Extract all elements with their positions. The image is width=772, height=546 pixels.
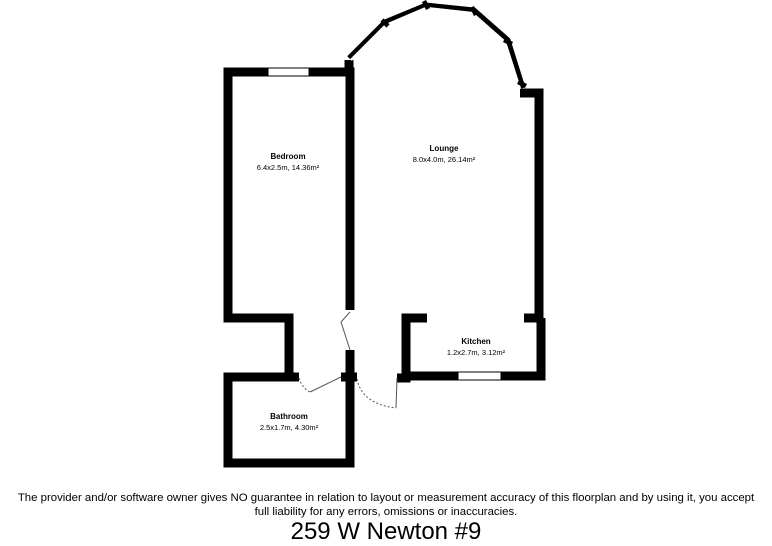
bathroom-dims: 2.5x1.7m, 4.30m² (260, 423, 319, 432)
bedroom-name: Bedroom (270, 152, 305, 161)
bedroom-wall (223, 67, 294, 373)
bathroom-name: Bathroom (270, 412, 308, 421)
disclaimer: The provider and/or software owner gives… (0, 491, 772, 519)
mullion (421, 0, 431, 11)
lounge-right-wall (520, 88, 544, 323)
mullion (516, 79, 528, 89)
plan-title: 259 W Newton #9 (290, 518, 482, 545)
bay-window-inner (350, 6, 522, 90)
bedroom-window (267, 67, 310, 77)
mullion (502, 37, 514, 47)
lounge-name: Lounge (430, 144, 459, 153)
bedroom-top-wall-right (309, 67, 355, 310)
walls (223, 60, 546, 468)
kitchen-opening-top (427, 315, 524, 321)
kitchen-name: Kitchen (461, 337, 490, 346)
kitchen-wall-right (501, 318, 546, 381)
entry-door-swing (356, 378, 397, 409)
disclaimer-line-1: The provider and/or software owner gives… (17, 492, 755, 504)
bathroom-door (309, 376, 342, 393)
bedroom-door (340, 311, 351, 351)
entry-door (395, 377, 398, 409)
disclaimer-line-2: full liability for any errors, omissions… (254, 506, 518, 518)
bathroom-wall (223, 372, 355, 468)
mullion (380, 18, 390, 28)
bay-window-mullions (380, 0, 528, 89)
bathroom-door-swing (298, 377, 311, 393)
doors (298, 311, 398, 409)
mullion (469, 5, 479, 17)
kitchen-dims: 1.2x2.7m, 3.12m² (447, 348, 506, 357)
bedroom-dims: 6.4x2.5m, 14.36m² (257, 163, 320, 172)
windows (267, 67, 524, 381)
lounge-dims: 8.0x4.0m, 26.14m² (413, 155, 476, 164)
kitchen-window (457, 371, 502, 381)
bay-window-glass (347, 2, 526, 89)
bay-window (347, 0, 528, 90)
lounge-kitchen-wall (397, 313, 427, 383)
